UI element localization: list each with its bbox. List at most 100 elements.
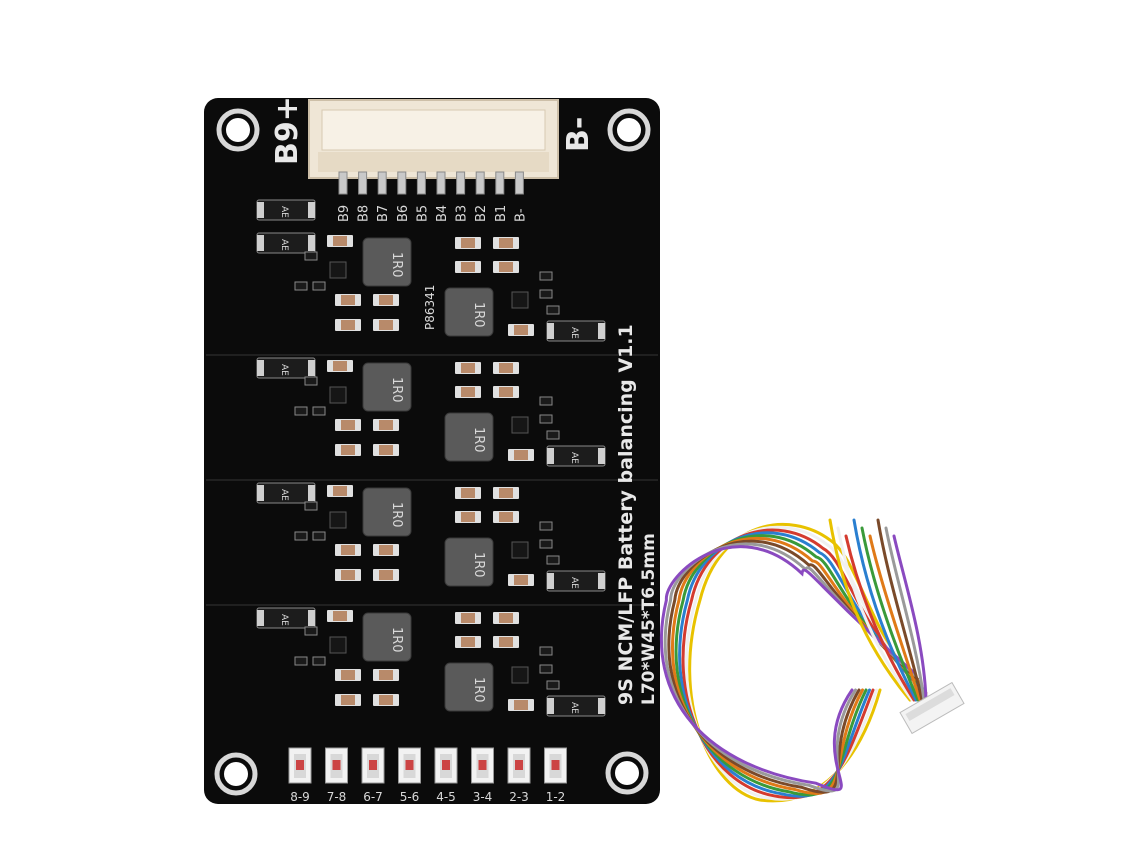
resistor bbox=[304, 626, 318, 636]
pin-label: B- bbox=[513, 208, 528, 222]
balancing-channels: AEAE1R01R0AEAE1R01R0AEAE1R01R0AEAE1R01R0… bbox=[256, 199, 606, 717]
inductor bbox=[444, 537, 494, 587]
led-label: 4-5 bbox=[436, 790, 456, 804]
resistor bbox=[539, 521, 553, 531]
resistor bbox=[539, 414, 553, 424]
resistor bbox=[539, 289, 553, 299]
connector-pin bbox=[416, 171, 426, 195]
inductor-mark: 1R0 bbox=[471, 552, 486, 578]
led-label: 7-8 bbox=[327, 790, 347, 804]
resistor bbox=[312, 656, 326, 666]
board-size: L70*W45*T6.5mm bbox=[639, 533, 659, 705]
balance-connector bbox=[308, 99, 559, 195]
pin-label: B9 bbox=[337, 205, 352, 222]
pin-label: B2 bbox=[474, 205, 489, 222]
resistor bbox=[539, 396, 553, 406]
led-label: 1-2 bbox=[546, 790, 566, 804]
pin-label: B5 bbox=[415, 205, 430, 222]
resistor bbox=[539, 271, 553, 281]
inductor-mark: 1R0 bbox=[389, 377, 404, 403]
inductor-mark: 1R0 bbox=[471, 302, 486, 328]
resistor bbox=[312, 531, 326, 541]
ic-chip bbox=[329, 386, 347, 404]
resistor bbox=[312, 281, 326, 291]
diode-mark: AE bbox=[569, 702, 579, 714]
connector-pin bbox=[514, 171, 524, 195]
ic-chip bbox=[329, 636, 347, 654]
section-divider bbox=[206, 354, 658, 606]
connector-pin bbox=[358, 171, 368, 195]
ic-chip bbox=[511, 541, 529, 559]
resistor bbox=[294, 406, 308, 416]
diode-mark: AE bbox=[569, 452, 579, 464]
connector-pin bbox=[377, 171, 387, 195]
resistor bbox=[546, 305, 560, 315]
pin-label: B8 bbox=[357, 205, 372, 222]
pin-label: B6 bbox=[396, 205, 411, 222]
pin-label: B7 bbox=[376, 205, 391, 222]
board-code: P86341 bbox=[423, 285, 437, 330]
resistor bbox=[539, 664, 553, 674]
connector-pin bbox=[338, 171, 348, 195]
connector-pin bbox=[475, 171, 485, 195]
resistor bbox=[539, 539, 553, 549]
diode-mark: AE bbox=[569, 327, 579, 339]
pin-label: B3 bbox=[455, 205, 470, 222]
pin-label: B4 bbox=[435, 205, 450, 222]
wire-end bbox=[868, 534, 922, 702]
diode-mark: AE bbox=[279, 614, 289, 626]
inductor bbox=[444, 287, 494, 337]
inductor-mark: 1R0 bbox=[389, 502, 404, 528]
resistor bbox=[294, 531, 308, 541]
led-label: 8-9 bbox=[290, 790, 310, 804]
connector-pin bbox=[436, 171, 446, 195]
negative-terminal-label: B- bbox=[561, 117, 596, 152]
led-label: 2-3 bbox=[509, 790, 529, 804]
inductor-mark: 1R0 bbox=[389, 252, 404, 278]
resistor bbox=[304, 376, 318, 386]
wire-end bbox=[892, 534, 928, 702]
board-title: 9S NCM/LFP Battery balancing V1.1 bbox=[615, 324, 637, 705]
wire-end bbox=[860, 526, 920, 702]
ic-chip bbox=[329, 261, 347, 279]
connector-pins bbox=[338, 171, 524, 195]
pin-label: B1 bbox=[494, 205, 509, 222]
resistor bbox=[312, 406, 326, 416]
wire bbox=[660, 545, 915, 792]
ic-chip bbox=[511, 416, 529, 434]
wire-end bbox=[836, 526, 914, 702]
connector-pin bbox=[456, 171, 466, 195]
resistor bbox=[294, 281, 308, 291]
inductor bbox=[362, 612, 412, 662]
inductor bbox=[444, 412, 494, 462]
ic-chip bbox=[511, 666, 529, 684]
resistor bbox=[294, 656, 308, 666]
resistor bbox=[304, 251, 318, 261]
diode-mark: AE bbox=[279, 489, 289, 501]
inductor-mark: 1R0 bbox=[389, 627, 404, 653]
connector-pin bbox=[495, 171, 505, 195]
wire-end bbox=[852, 518, 918, 702]
wire-end bbox=[828, 518, 912, 702]
resistor bbox=[539, 646, 553, 656]
ic-chip bbox=[329, 511, 347, 529]
inductor bbox=[362, 362, 412, 412]
diode-mark: AE bbox=[279, 239, 289, 251]
inductor-mark: 1R0 bbox=[471, 677, 486, 703]
inductor bbox=[444, 662, 494, 712]
connector-pin bbox=[397, 171, 407, 195]
led-label: 6-7 bbox=[363, 790, 383, 804]
inductor-mark: 1R0 bbox=[471, 427, 486, 453]
resistor bbox=[546, 555, 560, 565]
ic-chip bbox=[511, 291, 529, 309]
wire-harness bbox=[660, 518, 965, 803]
wire-end bbox=[844, 534, 916, 702]
resistor bbox=[546, 680, 560, 690]
diode-mark: AE bbox=[279, 364, 289, 376]
wire-end bbox=[876, 518, 924, 702]
led-label: 3-4 bbox=[473, 790, 493, 804]
led-label: 5-6 bbox=[400, 790, 420, 804]
